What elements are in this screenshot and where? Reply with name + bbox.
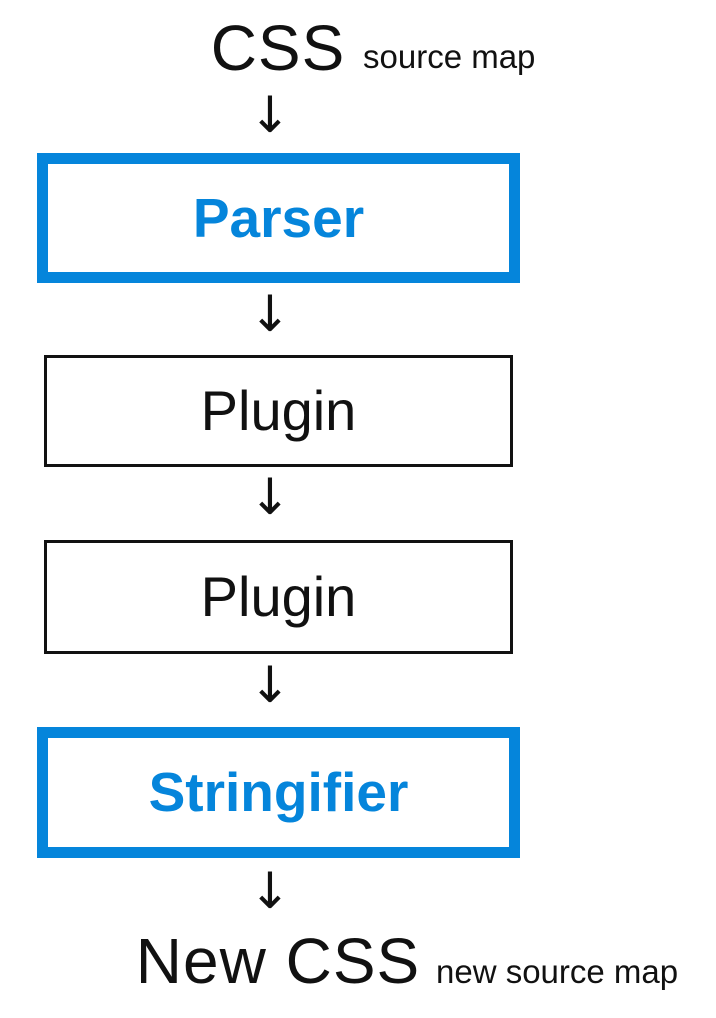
node-parser-label: Parser (192, 186, 365, 249)
node-plugin-2-label: Plugin (200, 565, 357, 628)
output-new-css-label: New CSS (135, 925, 421, 997)
node-plugin-1: Plugin (44, 355, 513, 467)
input-source-map-label: source map (363, 38, 536, 75)
node-plugin-1-label: Plugin (200, 379, 357, 442)
down-arrow-icon: ↓ (249, 468, 291, 526)
down-arrow-icon: ↓ (249, 86, 291, 144)
down-arrow-icon: ↓ (249, 862, 291, 920)
down-arrow-icon: ↓ (249, 656, 291, 714)
node-parser: Parser (37, 153, 520, 283)
node-stringifier: Stringifier (37, 727, 520, 858)
output-new-source-map-label: new source map (436, 953, 679, 990)
node-stringifier-label: Stringifier (148, 761, 409, 823)
node-plugin-2: Plugin (44, 540, 513, 654)
input-css-label: CSS (210, 12, 346, 84)
down-arrow-icon: ↓ (249, 285, 291, 343)
